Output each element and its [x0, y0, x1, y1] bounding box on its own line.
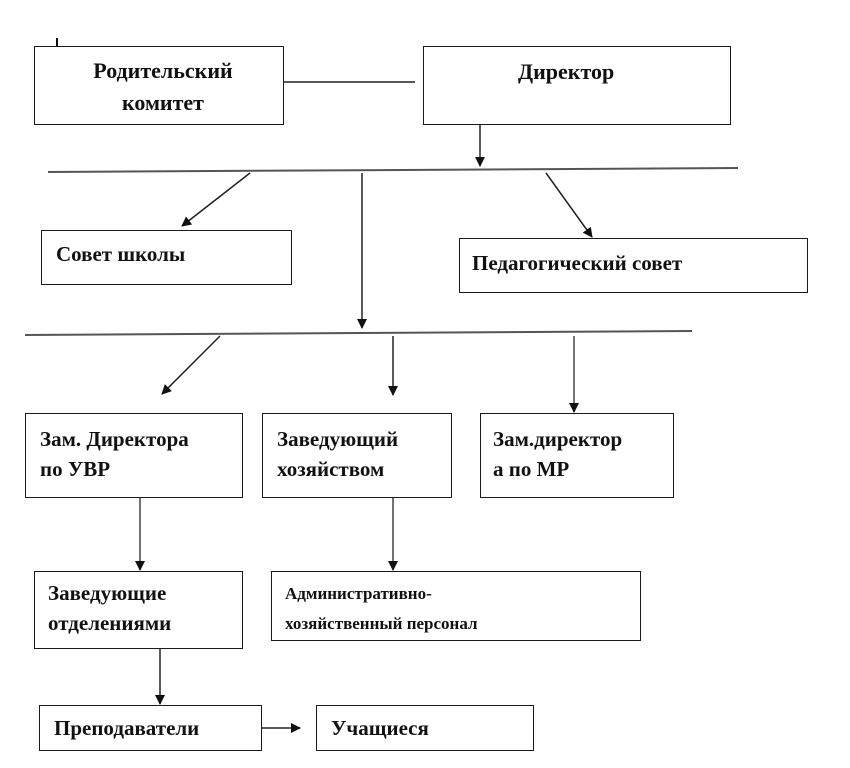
node-director[interactable]: Директор [423, 46, 731, 125]
node-teachers[interactable]: Преподаватели [39, 705, 262, 751]
node-deputy-uvr[interactable]: Зам. Директора по УВР [25, 413, 243, 498]
node-admin-staff[interactable]: Административно- хозяйственный персонал [271, 571, 641, 641]
edge-bus1-school-council [181, 172, 251, 227]
node-school-council[interactable]: Совет школы [41, 230, 292, 285]
node-label: Совет школы [56, 242, 186, 266]
node-students[interactable]: Учащиеся [316, 705, 534, 751]
node-label: Зам.директор а по МР [493, 427, 623, 482]
node-parent-committee[interactable]: Родительский комитет [34, 46, 284, 125]
node-label: Родительский комитет [93, 58, 233, 115]
node-label: Преподаватели [54, 716, 200, 740]
horizontal-bus-2 [24, 330, 693, 336]
node-label: Педагогический совет [472, 251, 683, 275]
edge-bus1-pedagogical-council [545, 172, 593, 238]
node-label: Зам. Директора по УВР [40, 427, 189, 482]
node-pedagogical-council[interactable]: Педагогический совет [459, 238, 808, 293]
node-housekeeping-head[interactable]: Заведующий хозяйством [262, 413, 452, 498]
node-label: Учащиеся [331, 716, 429, 740]
node-department-heads[interactable]: Заведующие отделениями [34, 571, 243, 649]
node-label: Заведующий хозяйством [277, 427, 399, 482]
node-label: Директор [518, 59, 615, 84]
node-deputy-mr[interactable]: Зам.директор а по МР [480, 413, 674, 498]
horizontal-bus-1 [47, 167, 739, 173]
edge-bus2-deputy-uvr [161, 335, 221, 395]
node-label: Заведующие отделениями [48, 581, 172, 636]
node-label: Административно- хозяйственный персонал [285, 584, 478, 633]
